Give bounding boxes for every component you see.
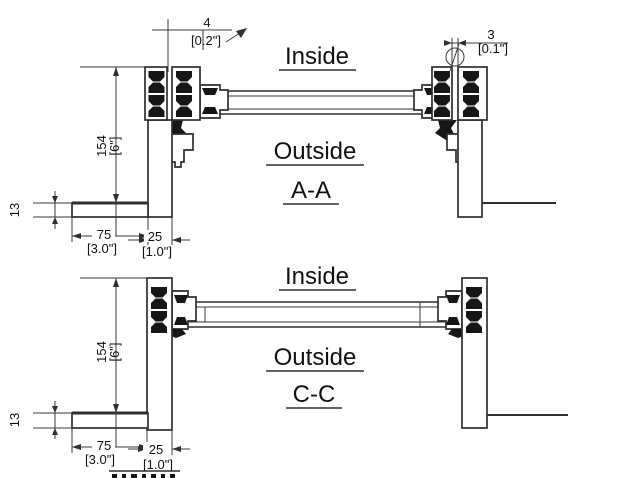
clipped-text-fragment	[109, 470, 180, 478]
label-section-aa: A-A	[291, 177, 331, 204]
dimension-gap-glass: 3 [0.1"]	[444, 27, 508, 72]
frame-right	[413, 66, 556, 218]
label-section-cc: C-C	[293, 381, 336, 408]
dimension-height-aa: 154 [6"]	[80, 66, 145, 236]
gasket-icon	[202, 88, 218, 95]
gasket-icon	[202, 107, 218, 114]
dim-height-mm-cc: 154	[94, 341, 109, 363]
dimension-depth-cc: 25 [1.0"]	[128, 430, 190, 472]
dim-projection-mm-cc: 75	[97, 438, 111, 453]
dimension-sill-cc: 13	[7, 401, 72, 439]
dim-gap-glass-mm: 3	[487, 27, 494, 42]
dim-gap-top-mm: 4	[203, 15, 210, 30]
section-aa: 4 [0.2"] 3 [0.1"] 154 [6"]	[7, 15, 556, 259]
dimension-sill-aa: 13	[7, 191, 72, 229]
label-outside-cc: Outside	[274, 344, 357, 371]
dimension-projection-aa: 75 [3.0"]	[71, 217, 148, 256]
dimension-gap-top: 4 [0.2"]	[152, 15, 247, 72]
mullion-right	[437, 277, 568, 429]
label-outside-aa: Outside	[274, 138, 357, 165]
gasket-icon	[174, 295, 188, 303]
dim-sill-mm-cc: 13	[7, 413, 22, 427]
gasket-icon	[174, 317, 188, 325]
gasket-icon	[446, 295, 460, 303]
sill-left	[71, 201, 149, 218]
jamb-tube-right	[457, 119, 483, 218]
jamb-tube-left	[147, 119, 173, 218]
dim-depth-inch: [1.0"]	[142, 244, 172, 259]
label-inside-aa: Inside	[285, 43, 349, 70]
dim-projection-mm: 75	[97, 227, 111, 242]
dim-projection-inch-cc: [3.0"]	[85, 452, 115, 467]
frame-left	[144, 66, 229, 218]
dim-sill-mm: 13	[7, 203, 22, 217]
dim-height-mm: 154	[94, 135, 109, 157]
gasket-icon	[446, 317, 460, 325]
glazing-panel	[200, 90, 440, 115]
dim-depth-mm-cc: 25	[149, 442, 163, 457]
dim-depth-mm: 25	[148, 229, 162, 244]
label-inside-cc: Inside	[285, 263, 349, 290]
frame-foot-left	[169, 133, 194, 168]
dimension-projection-cc: 75 [3.0"]	[71, 428, 148, 467]
dim-depth-inch-cc: [1.0"]	[143, 457, 173, 472]
balloon-icon	[445, 47, 465, 67]
leader-arrow-icon	[236, 28, 247, 38]
dimension-depth-aa: 25 [1.0"]	[128, 217, 190, 259]
sill-left-cc	[71, 411, 149, 429]
dim-height-inch-cc: [6"]	[107, 342, 122, 361]
dim-gap-top-inch: [0.2"]	[191, 33, 221, 48]
dim-projection-inch: [3.0"]	[87, 241, 117, 256]
glazing-panel-cc	[185, 301, 452, 328]
dim-gap-glass-inch: [0.1"]	[478, 41, 508, 56]
section-cc: 154 [6"] 13 75 [3.0"]	[7, 263, 568, 478]
mullion-left	[146, 277, 197, 431]
dim-height-inch: [6"]	[107, 136, 122, 155]
dimension-height-cc: 154 [6"]	[80, 277, 147, 447]
